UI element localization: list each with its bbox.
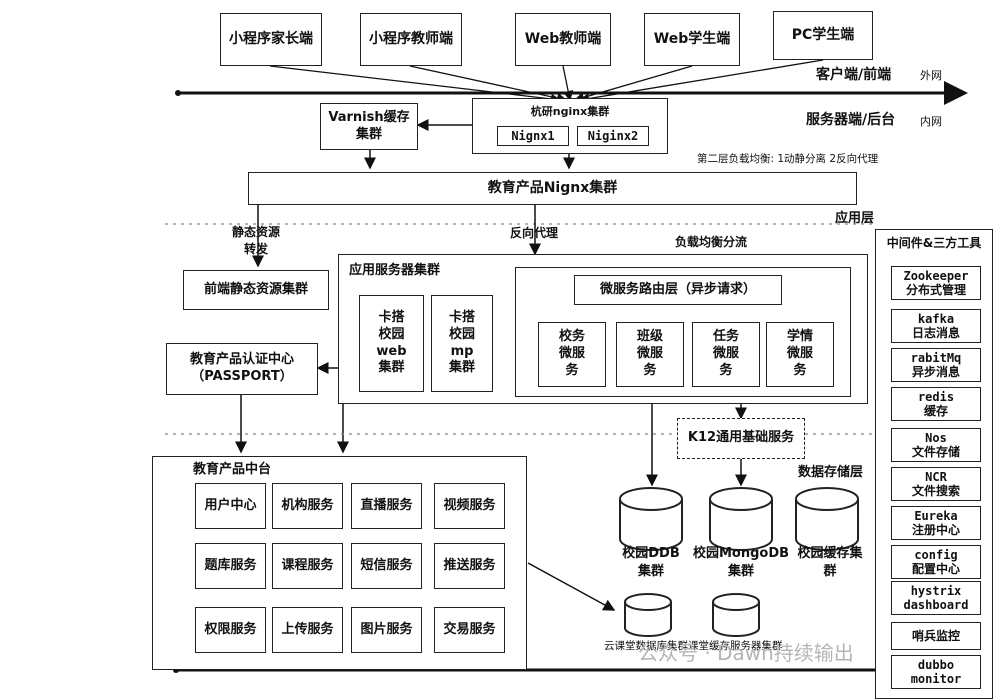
second-lb-note: 第二层负载均衡: 1动静分离 2反向代理 <box>697 153 879 165</box>
middleware-item-5: NCR 文件搜索 <box>891 467 981 501</box>
zone-app-label: 应用层 <box>835 211 875 226</box>
microservice-zone: 微服务路由层（异步请求） 校务 微服 务 班级 微服 务 任务 微服 务 学情 … <box>515 267 851 397</box>
client-teacher-web: Web教师端 <box>515 13 611 66</box>
nginx-node-2: Niginx2 <box>577 126 649 146</box>
middle-platform-title: 教育产品中台 <box>193 462 272 477</box>
app-server-cluster: 应用服务器集群 卡搭 校园 web 集群 卡搭 校园 mp 集群 微服务路由层（… <box>338 254 868 404</box>
middleware-item-6: Eureka 注册中心 <box>891 506 981 540</box>
nginx-cluster-title: 杭研nginx集群 <box>530 105 610 118</box>
ddb-cylinder <box>619 487 683 551</box>
microservice-learning: 学情 微服 务 <box>766 322 834 387</box>
middleware-item-10: dubbo monitor <box>891 655 981 689</box>
kada-web-cluster: 卡搭 校园 web 集群 <box>359 295 424 392</box>
product-nginx-cluster: 教育产品Nignx集群 <box>248 172 857 205</box>
middleware-item-1: kafka 日志消息 <box>891 309 981 343</box>
middleware-item-4: Nos 文件存储 <box>891 428 981 462</box>
client-teacher-miniprogram: 小程序教师端 <box>360 13 462 66</box>
zone-client-label: 客户端/前端 <box>816 67 892 83</box>
middle-service-3: 视频服务 <box>434 483 505 529</box>
microservice-class: 班级 微服 务 <box>616 322 684 387</box>
zone-internal-label: 内网 <box>920 115 942 128</box>
middle-service-5: 课程服务 <box>272 543 343 589</box>
cloud-storage-label: 云课堂数据库集群课堂缓存服务器集群 <box>604 640 783 652</box>
zone-server-label: 服务器端/后台 <box>806 112 896 128</box>
nginx-node-1: Nignx1 <box>497 126 569 146</box>
middle-service-8: 权限服务 <box>195 607 266 653</box>
microservice-school-affairs: 校务 微服 务 <box>538 322 606 387</box>
middle-service-9: 上传服务 <box>272 607 343 653</box>
middle-service-7: 推送服务 <box>434 543 505 589</box>
middle-service-2: 直播服务 <box>351 483 422 529</box>
microservice-router: 微服务路由层（异步请求） <box>574 275 782 305</box>
zone-data-label: 数据存储层 <box>798 465 864 480</box>
cloud-db-cylinder <box>624 593 672 637</box>
middle-service-6: 短信服务 <box>351 543 422 589</box>
middleware-title: 中间件&三方工具 <box>886 236 982 250</box>
middle-service-1: 机构服务 <box>272 483 343 529</box>
mongodb-label: 校园MongoDB 集群 <box>692 546 790 579</box>
middle-platform: 教育产品中台 用户中心机构服务直播服务视频服务题库服务课程服务短信服务推送服务权… <box>152 456 527 670</box>
client-parent-miniprogram: 小程序家长端 <box>220 13 322 66</box>
middleware-item-8: hystrix dashboard <box>891 581 981 615</box>
middle-service-10: 图片服务 <box>351 607 422 653</box>
middleware-item-0: Zookeeper 分布式管理 <box>891 266 981 300</box>
middle-service-11: 交易服务 <box>434 607 505 653</box>
client-student-web: Web学生端 <box>644 13 740 66</box>
ddb-label: 校园DDB 集群 <box>622 546 680 579</box>
passport-auth-center: 教育产品认证中心 （PASSPORT） <box>166 343 318 395</box>
middle-service-4: 题库服务 <box>195 543 266 589</box>
cache-cylinder <box>795 487 859 551</box>
client-student-pc: PC学生端 <box>773 11 873 60</box>
reverse-proxy-label: 反向代理 <box>510 226 559 240</box>
k12-base-services: K12通用基础服务 <box>677 418 805 459</box>
cloud-cache-cylinder <box>712 593 760 637</box>
kada-mp-cluster: 卡搭 校园 mp 集群 <box>431 295 493 392</box>
varnish-cache-cluster: Varnish缓存 集群 <box>320 103 418 150</box>
mongodb-cylinder <box>709 487 773 551</box>
app-server-title: 应用服务器集群 <box>349 263 441 278</box>
zone-external-label: 外网 <box>920 69 942 82</box>
static-forward-label: 静态资源 转发 <box>232 225 281 256</box>
hangyan-nginx-cluster: 杭研nginx集群 Nignx1 Niginx2 <box>472 98 668 154</box>
middleware-item-9: 哨兵监控 <box>891 622 981 650</box>
middleware-item-3: redis 缓存 <box>891 387 981 421</box>
middleware-panel: 中间件&三方工具 Zookeeper 分布式管理 kafka 日志消息 rabitM… <box>875 229 993 699</box>
lb-split-label: 负载均衡分流 <box>675 235 748 249</box>
watermark: 公众号 · Dawn持续输出 <box>638 641 854 665</box>
cache-label: 校园缓存集 群 <box>797 546 863 579</box>
microservice-task: 任务 微服 务 <box>692 322 760 387</box>
middle-service-0: 用户中心 <box>195 483 266 529</box>
frontend-static-cluster: 前端静态资源集群 <box>183 270 329 310</box>
middleware-item-7: config 配置中心 <box>891 545 981 579</box>
middleware-item-2: rabitMq 异步消息 <box>891 348 981 382</box>
